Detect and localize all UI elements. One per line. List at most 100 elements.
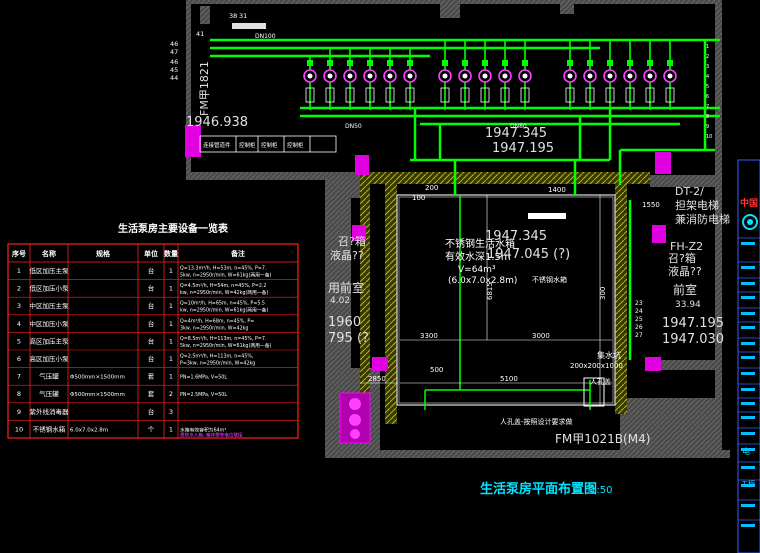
- pump-icon: [383, 60, 397, 103]
- dim-500: 500: [430, 366, 443, 374]
- pipe-tag: 10: [706, 134, 712, 140]
- titleblock-t: 工程: [741, 479, 755, 488]
- svg-text:Q=8.5m³/h, H=113m, n=45%, P=7.: Q=8.5m³/h, H=113m, n=45%, P=7.: [180, 336, 267, 342]
- elevation-1947345-a: 1947.345: [485, 229, 547, 244]
- titleblock-logo-text: 中国: [740, 197, 758, 209]
- svg-text:5kw, n=2950r/min, W=61kg(两用一备): 5kw, n=2950r/min, W=61kg(两用一备): [180, 272, 272, 279]
- pipe-tag: 2: [706, 54, 709, 60]
- pipe-dn100: DN100: [255, 33, 276, 40]
- pipe-tag: 25: [635, 316, 643, 323]
- table-header-cell: 名称: [42, 249, 56, 258]
- pump-icon: [303, 60, 317, 103]
- room-mid-right-2: 液晶??: [668, 264, 702, 278]
- svg-text:低区加压主泵: 低区加压主泵: [30, 266, 70, 275]
- elevation-1947030: 1947.030: [662, 332, 724, 347]
- title-block-rows: [738, 237, 760, 527]
- svg-text:5kw, n=2950r/min, W=61kg(两用一备): 5kw, n=2950r/min, W=61kg(两用一备): [180, 342, 272, 349]
- pump-icon: [458, 60, 472, 103]
- svg-text:Q=2.5m³/h, H=113m, n=45%,: Q=2.5m³/h, H=113m, n=45%,: [180, 354, 254, 360]
- tank-interior: [424, 195, 591, 410]
- svg-text:Q=10m³/h, H=65m, n=45%, P=5.5: Q=10m³/h, H=65m, n=45%, P=5.5: [180, 301, 265, 307]
- dim-1400: 1400: [548, 186, 566, 194]
- table-header-cell: 数量: [164, 249, 178, 258]
- svg-text:9: 9: [17, 408, 21, 416]
- titleblock-logo-icon: [742, 214, 758, 230]
- svg-text:PN=2.5MPa, V=50L: PN=2.5MPa, V=50L: [180, 392, 227, 398]
- header-plate: [232, 23, 266, 29]
- svg-text:高区加压小泵: 高区加压小泵: [30, 354, 70, 363]
- door-tag-bottom: FM甲1021B(M4): [555, 432, 650, 446]
- dim-300: 300: [599, 287, 607, 300]
- elevator-name-1: 担架电梯: [675, 198, 719, 212]
- svg-text:中区加压小泵: 中区加压小泵: [30, 319, 70, 328]
- sump-size: 200x200x1000: [570, 362, 623, 370]
- pipe-dn50: DN50: [345, 123, 362, 130]
- svg-text:kw, n=2950r/min, W=61kg(两用一备): kw, n=2950r/min, W=61kg(两用一备): [180, 307, 268, 314]
- pump-icon: [343, 60, 357, 103]
- elevation-1947195-a: 1947.195: [492, 141, 554, 156]
- pipe-tag: 44: [170, 74, 178, 82]
- table-header-cell: 备注: [230, 249, 245, 258]
- svg-text:高区加压主泵: 高区加压主泵: [30, 336, 70, 345]
- drawing-scale: 1:50: [590, 485, 612, 496]
- door-tag-left: FM甲1821: [198, 61, 211, 116]
- dim-100: 100: [412, 194, 425, 202]
- pipe-tag: 7: [706, 104, 709, 110]
- dim-1550: 1550: [642, 201, 660, 209]
- svg-text:Φ500mm×1500mm: Φ500mm×1500mm: [70, 392, 125, 398]
- structural-columns: [185, 125, 671, 371]
- svg-text:1: 1: [169, 373, 173, 381]
- elevation-1947045: 1947.045 (?): [487, 247, 570, 262]
- svg-text:紫外线消毒器: 紫外线消毒器: [30, 407, 70, 416]
- svg-text:6: 6: [17, 355, 21, 363]
- elevation-1947345-b: 1947.345: [485, 126, 547, 141]
- svg-text:5: 5: [17, 337, 21, 345]
- cabinet-label: 连接管道件: [203, 141, 231, 149]
- svg-text:1: 1: [169, 425, 173, 433]
- tank-label-2: 有效水深1.5m: [445, 250, 511, 263]
- dim-5100: 5100: [500, 375, 518, 383]
- svg-text:Φ500mm×1500mm: Φ500mm×1500mm: [70, 375, 125, 381]
- svg-text:1: 1: [169, 285, 173, 293]
- dim-3000: 3000: [532, 332, 550, 340]
- pipe-tag: 23: [635, 300, 643, 307]
- svg-text:2: 2: [169, 390, 173, 398]
- pump-icon: [498, 60, 512, 103]
- pipe-tag: 6: [706, 94, 709, 100]
- svg-text:PN=1.6MPa, V=50L: PN=1.6MPa, V=50L: [180, 375, 227, 381]
- dim-2850: 2850: [368, 375, 386, 383]
- table-header-cell: 单位: [144, 249, 158, 258]
- svg-text:Q=4.5m³/h, H=54m, n=45%, P=2.2: Q=4.5m³/h, H=54m, n=45%, P=2.2: [180, 283, 267, 289]
- pump-icon: [583, 60, 597, 103]
- tank-equipment-label: 不锈钢水箱: [532, 275, 567, 284]
- cabinet-label: 控制柜: [287, 141, 304, 149]
- tank-label-3: V=64m³: [458, 265, 496, 275]
- svg-text:6.0x7.0x2.8m: 6.0x7.0x2.8m: [70, 427, 108, 433]
- svg-text:台: 台: [148, 284, 155, 293]
- room-mid-right: 召?箱: [668, 251, 696, 265]
- table-frame: [7, 243, 299, 439]
- svg-text:气压罐: 气压罐: [39, 372, 59, 381]
- pump-icon: [403, 60, 417, 103]
- pipe-tag: 41: [196, 30, 204, 38]
- uv-sterilizer: [339, 392, 371, 444]
- pipe-tag: 4: [706, 74, 709, 80]
- dim-3300: 3300: [420, 332, 438, 340]
- pipe-tag: 24: [635, 308, 643, 315]
- elevation-1946938: 1946.938: [186, 115, 248, 130]
- svg-text:1: 1: [169, 302, 173, 310]
- svg-text:套: 套: [148, 372, 155, 381]
- svg-text:7: 7: [17, 373, 21, 381]
- svg-text:台: 台: [148, 354, 155, 363]
- svg-text:低区加压小泵: 低区加压小泵: [30, 284, 70, 293]
- pipe-dn80: DN80: [510, 123, 527, 130]
- bottom-note: 人孔盖-按照设计要求做: [500, 417, 573, 426]
- svg-text:不锈钢水箱: 不锈钢水箱: [33, 424, 66, 433]
- svg-text:个: 个: [148, 425, 155, 433]
